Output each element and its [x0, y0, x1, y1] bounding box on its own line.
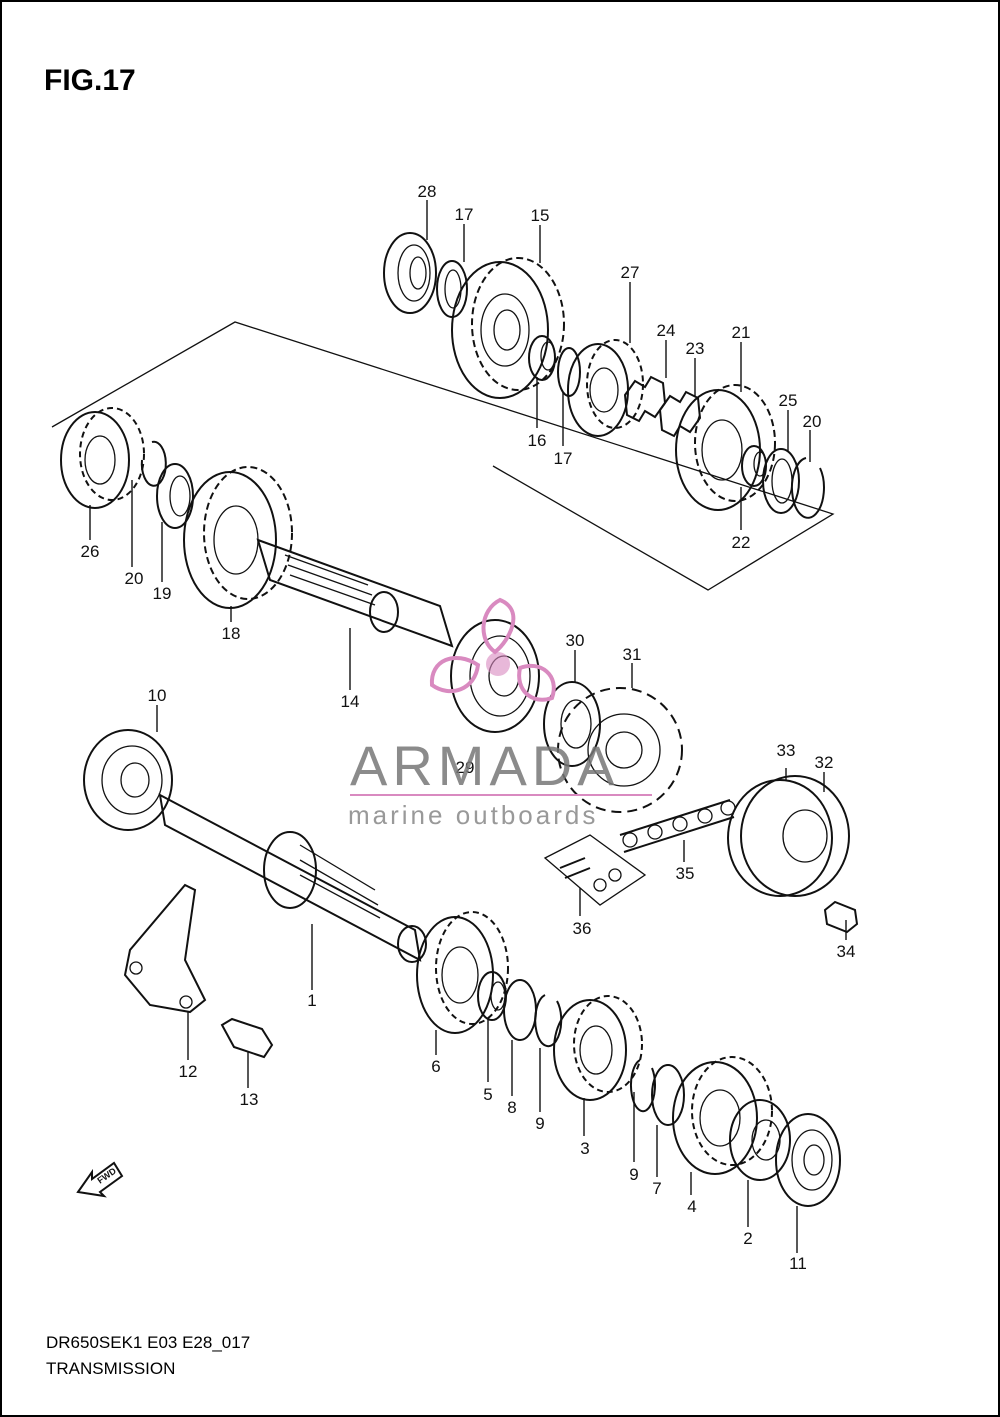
callout-4: 4	[687, 1197, 696, 1216]
callout-34: 34	[837, 942, 856, 961]
callout-29: 29	[456, 758, 475, 777]
callout-25: 25	[779, 391, 798, 410]
callout-20-left: 20	[125, 569, 144, 588]
circlip-20-left	[140, 440, 167, 487]
callout-1: 1	[307, 991, 316, 1010]
fwd-arrow-icon: FWD	[76, 1161, 124, 1198]
figure-title: FIG.17	[44, 64, 136, 97]
bushing-16	[528, 335, 556, 381]
washer-7	[651, 1064, 685, 1126]
gear-2	[729, 1099, 791, 1181]
callout-31: 31	[623, 645, 642, 664]
callout-9-right: 9	[629, 1165, 638, 1184]
bearing-29	[450, 619, 540, 733]
watermark-tagline: marine outboards	[348, 800, 598, 830]
gear-18	[183, 466, 293, 609]
callout-7: 7	[652, 1179, 661, 1198]
callout-27: 27	[621, 263, 640, 282]
callout-10: 10	[148, 686, 167, 705]
bearing-28	[383, 232, 437, 314]
gear-26	[60, 407, 145, 509]
bracket-12	[123, 883, 207, 1014]
gear-6	[416, 911, 509, 1034]
gear-4	[672, 1056, 773, 1175]
callout-19: 19	[153, 584, 172, 603]
callout-17-top: 17	[455, 205, 474, 224]
armada-watermark: ARMADA marine outboards	[348, 597, 652, 830]
bearing-10	[83, 729, 173, 831]
gear-27	[567, 339, 644, 437]
cover-32-33	[727, 775, 850, 897]
drawing-code: DR650SEK1 E03 E28_017	[46, 1333, 250, 1352]
callout-2: 2	[743, 1229, 752, 1248]
callout-21: 21	[732, 323, 751, 342]
sprocket-31	[557, 687, 683, 813]
bolt-13	[220, 1017, 274, 1059]
callout-6: 6	[431, 1057, 440, 1076]
chain-joint-36	[543, 834, 647, 906]
callout-13: 13	[240, 1090, 259, 1109]
callout-labels: 28 17 15 27 24 23 21 25 20 16 17 22 26 2…	[81, 182, 856, 1273]
callout-16: 16	[528, 431, 547, 450]
washer-8	[503, 979, 537, 1041]
circlip-9-left	[534, 994, 563, 1048]
callout-9-left: 9	[535, 1114, 544, 1133]
callout-33: 33	[777, 741, 796, 760]
callout-11: 11	[789, 1254, 807, 1273]
propeller-logo-icon	[429, 597, 556, 702]
callout-20-right: 20	[803, 412, 822, 431]
callout-3: 3	[580, 1139, 589, 1158]
callout-24: 24	[657, 321, 676, 340]
countershaft-14	[256, 538, 454, 648]
gear-15	[451, 257, 565, 399]
circlip-9-right	[629, 1059, 656, 1113]
gear-3	[553, 995, 643, 1101]
callout-28: 28	[418, 182, 437, 201]
callout-26: 26	[81, 542, 100, 561]
callout-5: 5	[483, 1085, 492, 1104]
callout-14: 14	[341, 692, 360, 711]
bolt-34	[823, 900, 859, 934]
callout-30: 30	[566, 631, 585, 650]
countershaft-group-outline	[51, 321, 835, 591]
washer-19	[156, 463, 194, 529]
callout-leaders	[89, 200, 847, 1253]
callout-15: 15	[531, 206, 550, 225]
circlip-20-right	[791, 457, 825, 519]
chain-35	[619, 799, 736, 853]
mainshaft-1	[158, 793, 427, 963]
callout-17-bottom: 17	[554, 449, 573, 468]
callout-23: 23	[686, 339, 705, 358]
drawing-name: TRANSMISSION	[46, 1359, 175, 1378]
bearing-11	[775, 1113, 841, 1207]
callout-22: 22	[732, 533, 751, 552]
callout-12: 12	[179, 1062, 198, 1081]
washer-24	[623, 375, 667, 423]
watermark-brand: ARMADA	[350, 734, 620, 797]
callout-8: 8	[507, 1098, 516, 1117]
callout-36: 36	[573, 919, 592, 938]
washer-23	[658, 390, 702, 438]
callout-18: 18	[222, 624, 241, 643]
callout-35: 35	[676, 864, 695, 883]
callout-32: 32	[815, 753, 834, 772]
